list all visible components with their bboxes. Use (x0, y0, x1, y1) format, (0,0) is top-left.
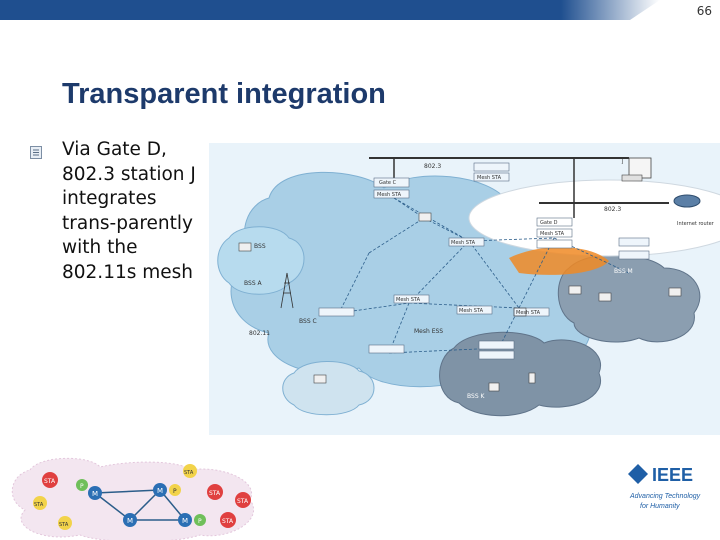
footer-node-label: STA (222, 518, 234, 525)
logo-name: IEEE (652, 465, 693, 485)
footer-node-m-3 (123, 513, 137, 527)
label-mesh-sta-a: Mesh STA (377, 192, 402, 198)
gate-d-highlight (509, 247, 609, 275)
label-mesh-sta-g: Mesh STA (516, 310, 541, 316)
label-bss-m: BSS M (614, 268, 633, 275)
footer-node-sta-7 (220, 512, 236, 528)
footer-node-m-2 (153, 483, 167, 497)
label-bss-c: BSS C (299, 318, 317, 325)
footer-node-label: STA (44, 478, 56, 485)
mesh-network-diagram: 802.3 802.3 Gate C Mesh STA Mesh STA Gat… (209, 143, 720, 435)
label-mesh-sta-c: Mesh STA (540, 231, 565, 237)
bss-bottom-cloud (282, 361, 375, 416)
label-radio: 802.11 (249, 330, 270, 337)
footer-node-m-1 (88, 486, 102, 500)
antenna-tower-icon (280, 272, 294, 309)
footer-node-sta-2 (33, 496, 47, 510)
footer-node-label: STA (184, 470, 194, 476)
router-icon (673, 194, 701, 208)
top-banner (0, 0, 660, 20)
ieee-diamond-icon (628, 464, 648, 484)
footer-node-label: M (182, 517, 188, 525)
label-internet-router: Internet router (677, 221, 715, 227)
logo-tagline-1: Advancing Technology (629, 493, 701, 500)
footer-node-label: P (198, 518, 202, 525)
footer-node-p-1 (76, 479, 88, 491)
label-mesh-ess: Mesh ESS (414, 328, 443, 335)
footer-node-p-2 (169, 484, 181, 496)
bullet-text: Via Gate D, 802.3 station J integrates t… (62, 139, 196, 283)
footer-node-sta-3 (58, 516, 72, 530)
label-gate-c: Gate C (379, 180, 397, 186)
bss-k-cloud (439, 331, 602, 417)
label-mesh-sta-b: Mesh STA (477, 175, 502, 181)
footer-node-label: M (92, 490, 98, 498)
footer-node-label: P (173, 488, 177, 495)
label-mesh-sta-d: Mesh STA (451, 240, 476, 246)
label-wired-right: 802.3 (604, 206, 621, 213)
label-sta-j: J (621, 159, 623, 165)
footer-node-sta-1 (42, 472, 58, 488)
laptop-icons (238, 212, 682, 392)
footer-node-label: STA (34, 502, 44, 508)
label-gate-d: Gate D (540, 220, 558, 226)
label-mesh-sta-f: Mesh STA (459, 308, 484, 314)
label-wired-top: 802.3 (424, 163, 441, 170)
footer-node-m-4 (178, 513, 192, 527)
footer-node-label: STA (209, 490, 221, 497)
footer-node-p-3 (194, 514, 206, 526)
footer-node-label: STA (59, 522, 69, 528)
footer-node-label: M (157, 487, 163, 495)
label-bss-k: BSS K (467, 393, 486, 400)
bullet-icon (30, 146, 42, 159)
label-bss-b: BSS (254, 243, 266, 250)
ieee-logo: IEEE Advancing Technology for Humanity (628, 464, 701, 510)
footer-mesh-graphic: STA STA STA P M M M M P P STA STA STA ST… (11, 457, 254, 540)
label-mesh-sta-e: Mesh STA (396, 297, 421, 303)
footer-node-sta-5 (207, 484, 223, 500)
footer-node-sta-4 (183, 464, 197, 478)
label-bss-a: BSS A (244, 280, 263, 287)
footer-node-sta-6 (235, 492, 251, 508)
footer-node-label: P (80, 483, 84, 490)
page-number: 66 (696, 4, 712, 18)
footer-node-label: STA (237, 498, 249, 505)
slide-title: Transparent integration (62, 78, 386, 110)
logo-tagline-2: for Humanity (640, 503, 680, 510)
internet-ellipse (468, 179, 720, 257)
footer-node-label: M (127, 517, 133, 525)
bss-m-cloud (557, 254, 701, 343)
